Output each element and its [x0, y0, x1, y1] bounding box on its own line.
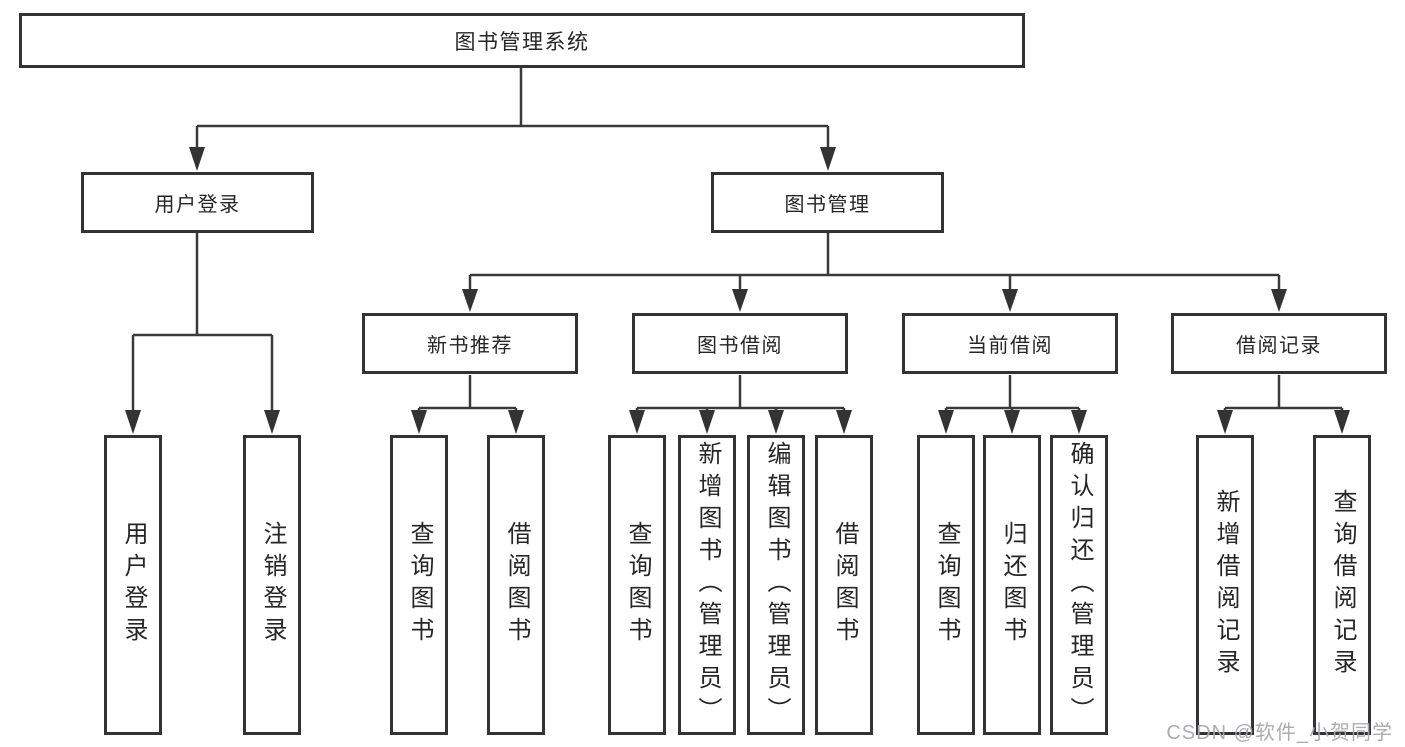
node-current-borrowing-label: 当前借阅 [967, 335, 1053, 357]
leaf-query-books-recommend: 查询图书 [390, 435, 448, 735]
node-root: 图书管理系统 [19, 13, 1025, 68]
leaf-add-books-admin: 新增图书（管理员） [678, 435, 736, 735]
leaf-query-borrow-record-label: 查询借阅记录 [1329, 489, 1356, 681]
node-book-management-label: 图书管理 [784, 194, 871, 216]
leaf-logout: 注销登录 [243, 435, 301, 735]
connector-borrow-records-to-leaves [1217, 375, 1350, 434]
leaf-add-borrow-record: 新增借阅记录 [1196, 435, 1254, 735]
leaf-borrow-books-borrowing-label: 借阅图书 [831, 521, 858, 649]
leaf-borrow-books-recommend: 借阅图书 [487, 435, 545, 735]
node-borrow-records-label: 借阅记录 [1236, 335, 1322, 357]
leaf-return-books: 归还图书 [983, 435, 1041, 735]
leaf-query-books-borrowing: 查询图书 [608, 435, 666, 735]
leaf-borrow-books-borrowing: 借阅图书 [815, 435, 873, 735]
watermark: CSDN @软件_小贺同学 [1166, 722, 1393, 744]
node-book-borrowing-label: 图书借阅 [697, 335, 783, 357]
leaf-confirm-return-admin-label: 确认归还（管理员） [1066, 441, 1093, 729]
connector-book-borrowing-to-leaves [629, 375, 852, 434]
leaf-logout-label: 注销登录 [259, 521, 286, 649]
leaf-query-borrow-record: 查询借阅记录 [1313, 435, 1371, 735]
connector-current-borrowing-to-leaves [938, 375, 1087, 434]
connector-root-to-level2 [189, 68, 836, 171]
leaf-user-login-label: 用户登录 [120, 521, 147, 649]
leaf-return-books-label: 归还图书 [999, 521, 1026, 649]
leaf-edit-books-admin: 编辑图书（管理员） [747, 435, 805, 735]
leaf-confirm-return-admin: 确认归还（管理员） [1050, 435, 1108, 735]
leaf-user-login: 用户登录 [104, 435, 162, 735]
leaf-query-books-current-label: 查询图书 [933, 521, 960, 649]
node-borrow-records: 借阅记录 [1171, 313, 1387, 374]
leaf-query-books-current: 查询图书 [917, 435, 975, 735]
leaf-borrow-books-recommend-label: 借阅图书 [503, 521, 530, 649]
connector-book-management-to-level3 [462, 233, 1287, 312]
leaf-edit-books-admin-label: 编辑图书（管理员） [763, 441, 790, 729]
node-root-label: 图书管理系统 [454, 30, 590, 54]
leaf-query-books-borrowing-label: 查询图书 [624, 521, 651, 649]
node-book-borrowing: 图书借阅 [632, 313, 848, 374]
connector-user-login-to-leaves [125, 233, 280, 434]
leaf-add-borrow-record-label: 新增借阅记录 [1212, 489, 1239, 681]
node-new-book-recommend-label: 新书推荐 [427, 335, 513, 357]
node-current-borrowing: 当前借阅 [902, 313, 1118, 374]
connector-new-book-to-leaves [411, 375, 524, 434]
node-user-login-label: 用户登录 [154, 194, 241, 216]
leaf-query-books-recommend-label: 查询图书 [406, 521, 433, 649]
node-book-management: 图书管理 [711, 172, 944, 233]
node-new-book-recommend: 新书推荐 [362, 313, 578, 374]
node-user-login: 用户登录 [81, 172, 314, 233]
leaf-add-books-admin-label: 新增图书（管理员） [694, 441, 721, 729]
